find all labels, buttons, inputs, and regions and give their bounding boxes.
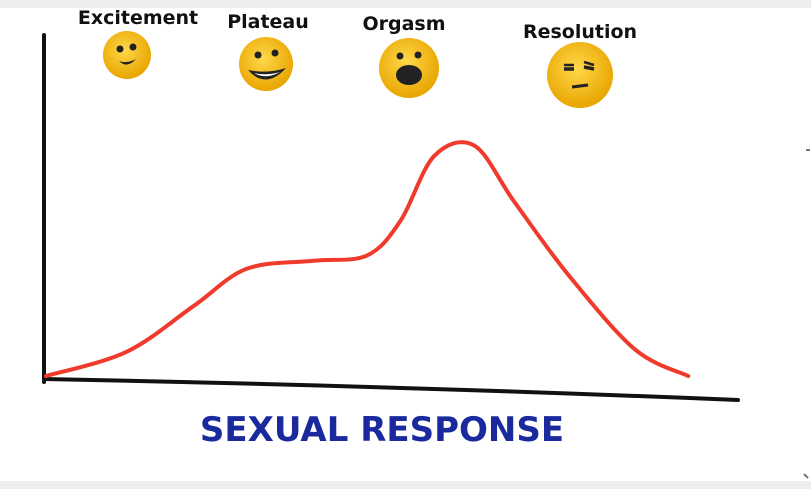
phase-group-resolution: Resolution [523,21,637,108]
top-frame-bar [0,0,811,8]
phase-label-resolution: Resolution [523,21,637,43]
phase-label-orgasm: Orgasm [362,13,445,35]
chart-title: SEXUAL RESPONSE [200,410,564,450]
phase-label-excitement: Excitement [78,8,198,29]
edge-mark [803,473,809,479]
whiteboard-canvas: Excitement Plateau Orgasm [0,8,811,481]
open-mouth-face-icon [379,38,439,98]
phase-group-plateau: Plateau [227,11,309,91]
bottom-frame-bar [0,481,811,489]
phase-group-excitement: Excitement [78,8,198,79]
response-curve [44,140,691,378]
x-axis [42,377,740,402]
chart-svg: Excitement Plateau Orgasm [42,8,810,479]
phase-label-plateau: Plateau [227,11,309,33]
grinning-face-icon [239,37,293,91]
phase-group-orgasm: Orgasm [362,13,446,98]
unamused-face-icon [547,42,613,108]
smiling-face-icon [103,31,151,79]
